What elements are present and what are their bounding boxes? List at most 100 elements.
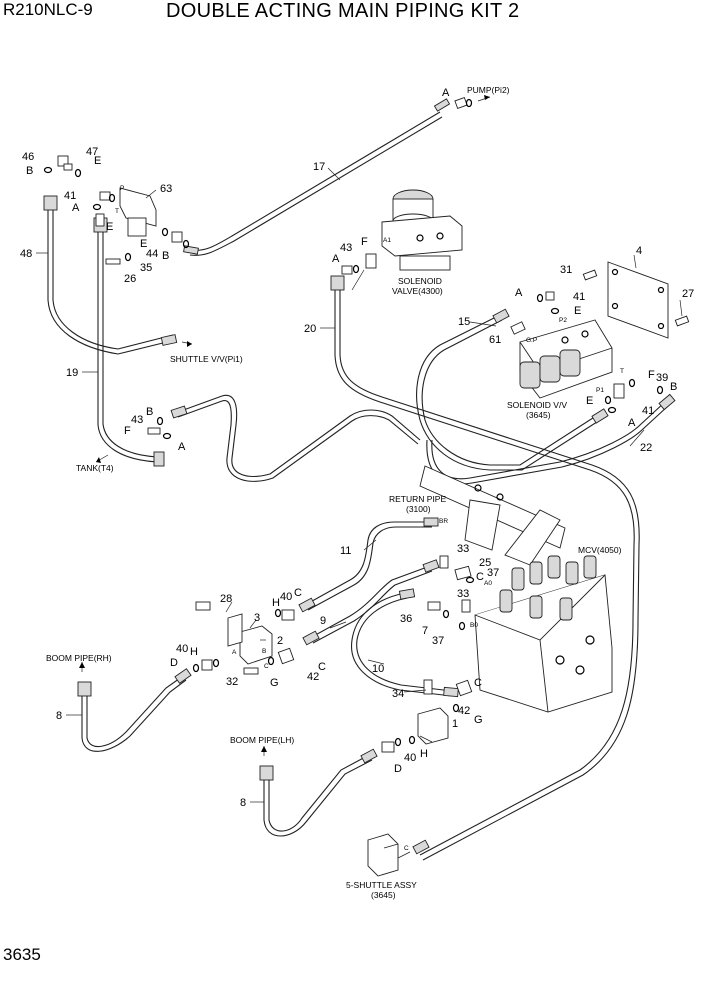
connection-arrows <box>79 95 491 859</box>
connection-letter: C <box>294 587 302 599</box>
part-number: 25 <box>479 557 491 569</box>
connection-letter: F <box>648 369 655 381</box>
page-title: DOUBLE ACTING MAIN PIPING KIT 2 <box>166 0 520 22</box>
callout-shuttle-pi1: SHUTTLE V/V(Pi1) <box>170 354 243 364</box>
connection-letter: B <box>670 381 677 393</box>
part-number: 40 <box>404 752 416 764</box>
part-number: 20 <box>304 323 316 335</box>
hose-8-rh <box>81 679 187 752</box>
connection-letter: E <box>586 395 593 407</box>
shuttle-assy-3645 <box>367 833 399 877</box>
fittings <box>43 96 690 753</box>
connection-letter: G <box>474 714 483 726</box>
part-numbers: 1 2 3 4 7 8 8 9 10 11 15 17 19 20 22 25 … <box>20 146 694 809</box>
connection-letter: C <box>474 677 482 689</box>
block-1 <box>417 707 449 745</box>
callout-mcv: MCV(4050) <box>578 545 622 555</box>
callout-solenoid-valve-line2: VALVE(4300) <box>392 286 443 296</box>
model-code: R210NLC-9 <box>3 0 93 19</box>
port-block-b: B <box>262 648 266 655</box>
port-gp: G.P <box>526 337 537 344</box>
part-number: 35 <box>140 262 152 274</box>
hose-11 <box>304 521 432 606</box>
part-number: 41 <box>642 405 654 417</box>
callout-shuttle-assy-line1: 5-SHUTTLE ASSY <box>346 880 417 890</box>
connection-letter: A <box>515 287 523 299</box>
part-number: 43 <box>131 414 143 426</box>
callout-texts: PUMP(Pi2) SOLENOID VALVE(4300) SOLENOID … <box>46 85 622 900</box>
hose-10 <box>351 592 453 697</box>
connection-letter: A <box>628 417 636 429</box>
part-number: 33 <box>457 588 469 600</box>
connection-letter: E <box>94 155 101 167</box>
hose-8-lh <box>263 759 373 837</box>
connection-letter: C <box>476 571 484 583</box>
part-number: 4 <box>636 245 642 257</box>
part-number: 41 <box>573 291 585 303</box>
part-number: 28 <box>220 593 232 605</box>
part-number: 41 <box>64 190 76 202</box>
block-63 <box>119 187 157 237</box>
part-number: 8 <box>56 710 62 722</box>
connection-letter: H <box>272 597 280 609</box>
part-number: 2 <box>277 635 283 647</box>
connection-letter: D <box>394 763 402 775</box>
connection-letter: A <box>178 441 186 453</box>
part-number: 31 <box>560 264 572 276</box>
part-number: 61 <box>489 334 501 346</box>
callout-return-pipe-line1: RETURN PIPE <box>389 494 446 504</box>
callout-solenoid-valve-line1: SOLENOID <box>398 276 442 286</box>
part-number: 48 <box>20 248 32 260</box>
part-number: 15 <box>458 316 470 328</box>
part-number: 22 <box>640 442 652 454</box>
hose-15 <box>416 314 601 471</box>
block-2 <box>227 613 273 665</box>
port-p1: P1 <box>596 387 604 394</box>
part-number: 11 <box>340 545 351 557</box>
cover-plate-4 <box>607 261 669 339</box>
part-number: 33 <box>457 543 469 555</box>
page-number: 3635 <box>3 945 41 964</box>
hose-20 <box>334 290 635 856</box>
callout-boom-pipe-rh: BOOM PIPE(RH) <box>46 653 112 663</box>
part-number: 8 <box>240 797 246 809</box>
connection-letter: B <box>146 406 153 418</box>
hose-22 <box>431 401 666 480</box>
connection-letter: F <box>124 425 131 437</box>
connection-letters: A B E A E E B A F A E F B E A B F A H C … <box>26 87 677 775</box>
connection-letter: H <box>190 646 198 658</box>
mcv-4050 <box>474 555 613 713</box>
callout-return-pipe-line2: (3100) <box>406 504 431 514</box>
port-block-c: C <box>264 663 269 670</box>
port-block-a: A <box>232 649 237 656</box>
hose-19-upper <box>177 394 421 477</box>
callout-pump-pi2: PUMP(Pi2) <box>467 85 510 95</box>
part-number: 32 <box>226 676 238 688</box>
part-number: 27 <box>682 288 694 300</box>
connection-letter: E <box>106 221 113 233</box>
leader-lines <box>36 167 683 803</box>
hose-9 <box>309 565 431 639</box>
port-p: P <box>120 185 124 192</box>
part-number: 46 <box>22 151 34 163</box>
connection-letter: B <box>26 165 33 177</box>
connection-letter: B <box>162 250 169 262</box>
part-number: 10 <box>372 663 384 675</box>
part-number: 17 <box>313 161 325 173</box>
solenoid-vv-3645 <box>519 319 613 399</box>
part-number: 39 <box>656 372 668 384</box>
callout-solenoid-vv-line1: SOLENOID V/V <box>507 400 567 410</box>
part-number: 26 <box>124 273 136 285</box>
part-number: 43 <box>340 242 352 254</box>
part-number: 3 <box>254 612 260 624</box>
callout-tank-t4: TANK(T4) <box>76 463 114 473</box>
port-t2: T <box>620 368 624 375</box>
part-number: 42 <box>307 671 319 683</box>
part-number: 42 <box>458 705 470 717</box>
hose-48 <box>47 210 176 355</box>
callout-shuttle-assy-line2: (3645) <box>371 890 396 900</box>
connection-letter: D <box>170 657 178 669</box>
part-number: 9 <box>320 615 326 627</box>
part-number: 40 <box>176 643 188 655</box>
